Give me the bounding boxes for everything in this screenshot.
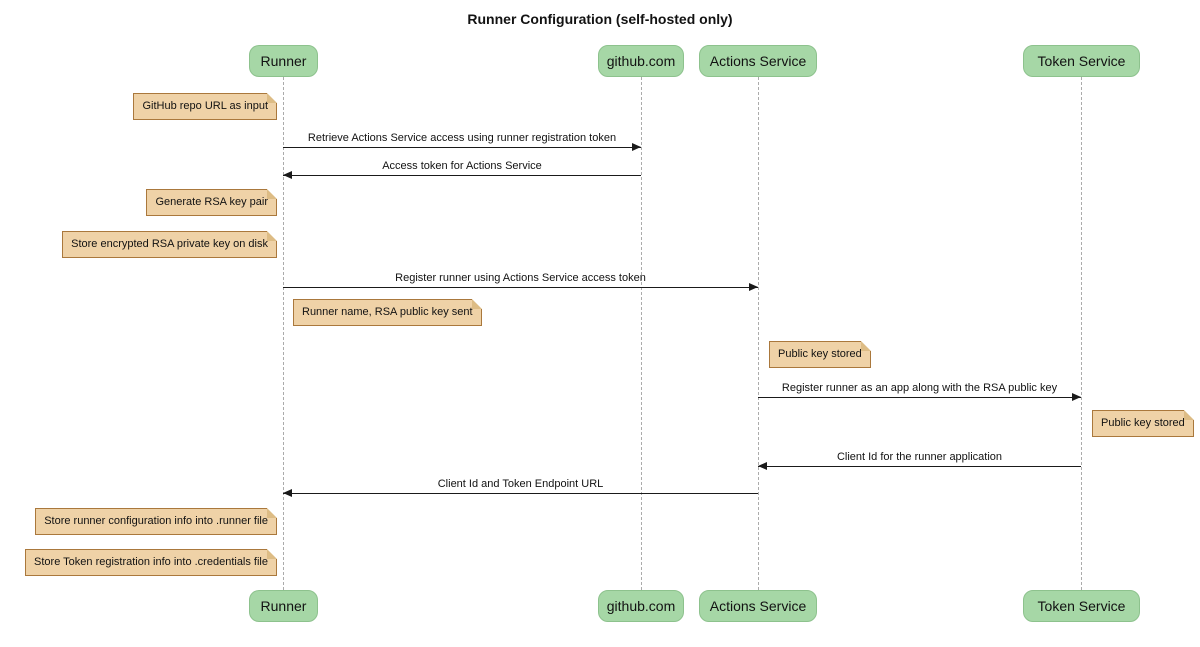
note-store-token-registration: Store Token registration info into .cred…: [25, 549, 277, 576]
lifeline-token-service: [1081, 77, 1082, 590]
message-client-id-and-token-endpoint-url: Client Id and Token Endpoint URL: [283, 475, 758, 497]
arrowhead-right-icon: [632, 143, 641, 151]
arrowhead-left-icon: [283, 171, 292, 179]
message-label: Register runner as an app along with the…: [781, 382, 1058, 394]
arrowhead-right-icon: [749, 283, 758, 291]
message-label: Access token for Actions Service: [382, 160, 542, 172]
participant-token-service-top: Token Service: [1023, 45, 1140, 77]
message-access-token-for-actions-service: Access token for Actions Service: [283, 157, 641, 179]
arrowhead-right-icon: [1072, 393, 1081, 401]
message-label: Retrieve Actions Service access using ru…: [307, 132, 617, 144]
participant-actions-service-top: Actions Service: [699, 45, 817, 77]
note-github-repo-url: GitHub repo URL as input: [133, 93, 277, 120]
participant-runner-top: Runner: [249, 45, 318, 77]
message-register-runner: Register runner using Actions Service ac…: [283, 269, 758, 291]
message-label: Register runner using Actions Service ac…: [395, 272, 646, 284]
message-label: Client Id for the runner application: [836, 451, 1003, 463]
participant-token-service-bottom: Token Service: [1023, 590, 1140, 622]
note-store-encrypted-rsa-private-key: Store encrypted RSA private key on disk: [62, 231, 277, 258]
message-register-runner-as-app: Register runner as an app along with the…: [758, 379, 1081, 401]
diagram-title: Runner Configuration (self-hosted only): [467, 11, 733, 27]
participant-github-top: github.com: [598, 45, 684, 77]
message-client-id-for-runner-application: Client Id for the runner application: [758, 448, 1081, 470]
message-label: Client Id and Token Endpoint URL: [437, 478, 604, 490]
note-public-key-stored-token: Public key stored: [1092, 410, 1194, 437]
participant-runner-bottom: Runner: [249, 590, 318, 622]
note-public-key-stored-actions: Public key stored: [769, 341, 871, 368]
lifeline-runner: [283, 77, 284, 590]
message-retrieve-actions-service-access: Retrieve Actions Service access using ru…: [283, 129, 641, 151]
note-runner-name-rsa-public-key: Runner name, RSA public key sent: [293, 299, 482, 326]
lifeline-actions-service: [758, 77, 759, 590]
note-store-runner-configuration: Store runner configuration info into .ru…: [35, 508, 277, 535]
arrowhead-left-icon: [758, 462, 767, 470]
arrowhead-left-icon: [283, 489, 292, 497]
note-generate-rsa-key-pair: Generate RSA key pair: [146, 189, 277, 216]
participant-actions-service-bottom: Actions Service: [699, 590, 817, 622]
lifeline-github: [641, 77, 642, 590]
participant-github-bottom: github.com: [598, 590, 684, 622]
